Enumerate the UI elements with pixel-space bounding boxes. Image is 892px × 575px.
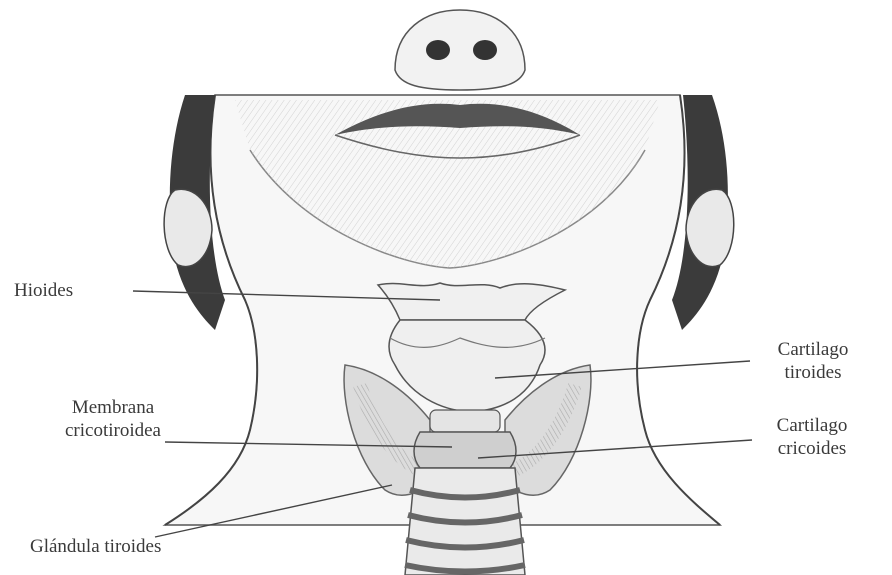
label-hyoid: Hioides (14, 279, 73, 302)
label-thyroid-cartilage: Cartilago tiroides (748, 338, 878, 384)
label-cricoid-cartilage-line1: Cartilago (742, 414, 882, 437)
label-cricothyroid-membrane-line2: cricotiroidea (18, 419, 208, 442)
label-cricoid-cartilage: Cartilago cricoides (742, 414, 882, 460)
label-cricothyroid-membrane: Membrana cricotiroidea (18, 396, 208, 442)
trachea (405, 468, 525, 575)
label-cricothyroid-membrane-line1: Membrana (18, 396, 208, 419)
label-thyroid-gland: Glándula tiroides (30, 535, 161, 558)
label-thyroid-cartilage-line2: tiroides (748, 361, 878, 384)
label-thyroid-cartilage-line1: Cartilago (748, 338, 878, 361)
label-cricoid-cartilage-line2: cricoides (742, 437, 882, 460)
